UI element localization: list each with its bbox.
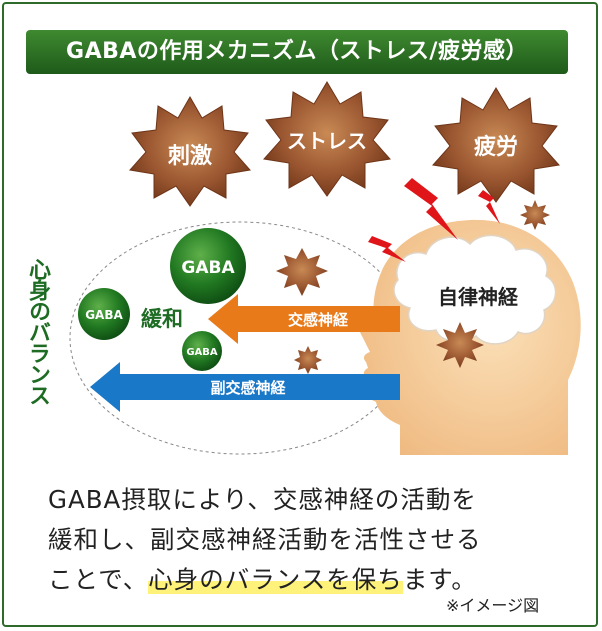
sympathetic-label: 交感神経 bbox=[288, 311, 349, 329]
gaba-label-medium: GABA bbox=[85, 308, 123, 322]
balance-label: 心身のバランス bbox=[25, 258, 50, 405]
small-star-icon bbox=[276, 248, 328, 296]
brain-cloud bbox=[393, 234, 557, 345]
stressor-label-fatigue: 疲労 bbox=[474, 134, 518, 160]
description-line-3: ことで、心身のバランスを保ちます。 bbox=[48, 560, 568, 600]
description-highlight: 心身のバランスを保ち bbox=[148, 565, 403, 594]
sympathetic-arrow: 交感神経 bbox=[208, 294, 400, 344]
stressor-star-fatigue: 疲労 bbox=[432, 87, 560, 203]
small-star-icon bbox=[520, 200, 550, 230]
diagram-title: GABAの作用メカニズム（ストレス/疲労感） bbox=[26, 30, 568, 74]
stressor-star-stimulus: 刺激 bbox=[129, 95, 251, 207]
gaba-circle-large: GABA bbox=[170, 228, 246, 304]
description-line-3-suffix: ます。 bbox=[402, 565, 477, 594]
parasympathetic-arrow: 副交感神経 bbox=[90, 362, 400, 412]
description-text: GABA摂取により、交感神経の活動を 緩和し、副交感神経活動を活性させる ことで… bbox=[48, 480, 568, 600]
gaba-circle-small: GABA bbox=[182, 331, 222, 371]
stressor-label-stimulus: 刺激 bbox=[168, 143, 212, 169]
small-star-icon bbox=[294, 346, 322, 374]
stressor-label-stress: ストレス bbox=[287, 129, 367, 153]
brain-star-icon bbox=[436, 322, 484, 368]
stressor-star-stress: ストレス bbox=[263, 81, 391, 197]
relax-label: 緩和 bbox=[141, 307, 183, 331]
description-line-3-prefix: ことで、 bbox=[48, 565, 149, 594]
lightning-icon bbox=[404, 178, 458, 240]
lightning-icon bbox=[478, 190, 500, 224]
parasympathetic-label: 副交感神経 bbox=[210, 379, 286, 397]
lightning-icon bbox=[368, 236, 406, 262]
gaba-label-large: GABA bbox=[181, 258, 235, 278]
image-note: ※イメージ図 bbox=[446, 596, 540, 615]
description-line-1: GABA摂取により、交感神経の活動を bbox=[48, 485, 477, 514]
autonomic-label: 自律神経 bbox=[438, 285, 519, 309]
gaba-circle-medium: GABA bbox=[78, 288, 130, 340]
description-line-2: 緩和し、副交感神経活動を活性させる bbox=[48, 525, 482, 554]
gaba-label-small: GABA bbox=[186, 347, 218, 358]
